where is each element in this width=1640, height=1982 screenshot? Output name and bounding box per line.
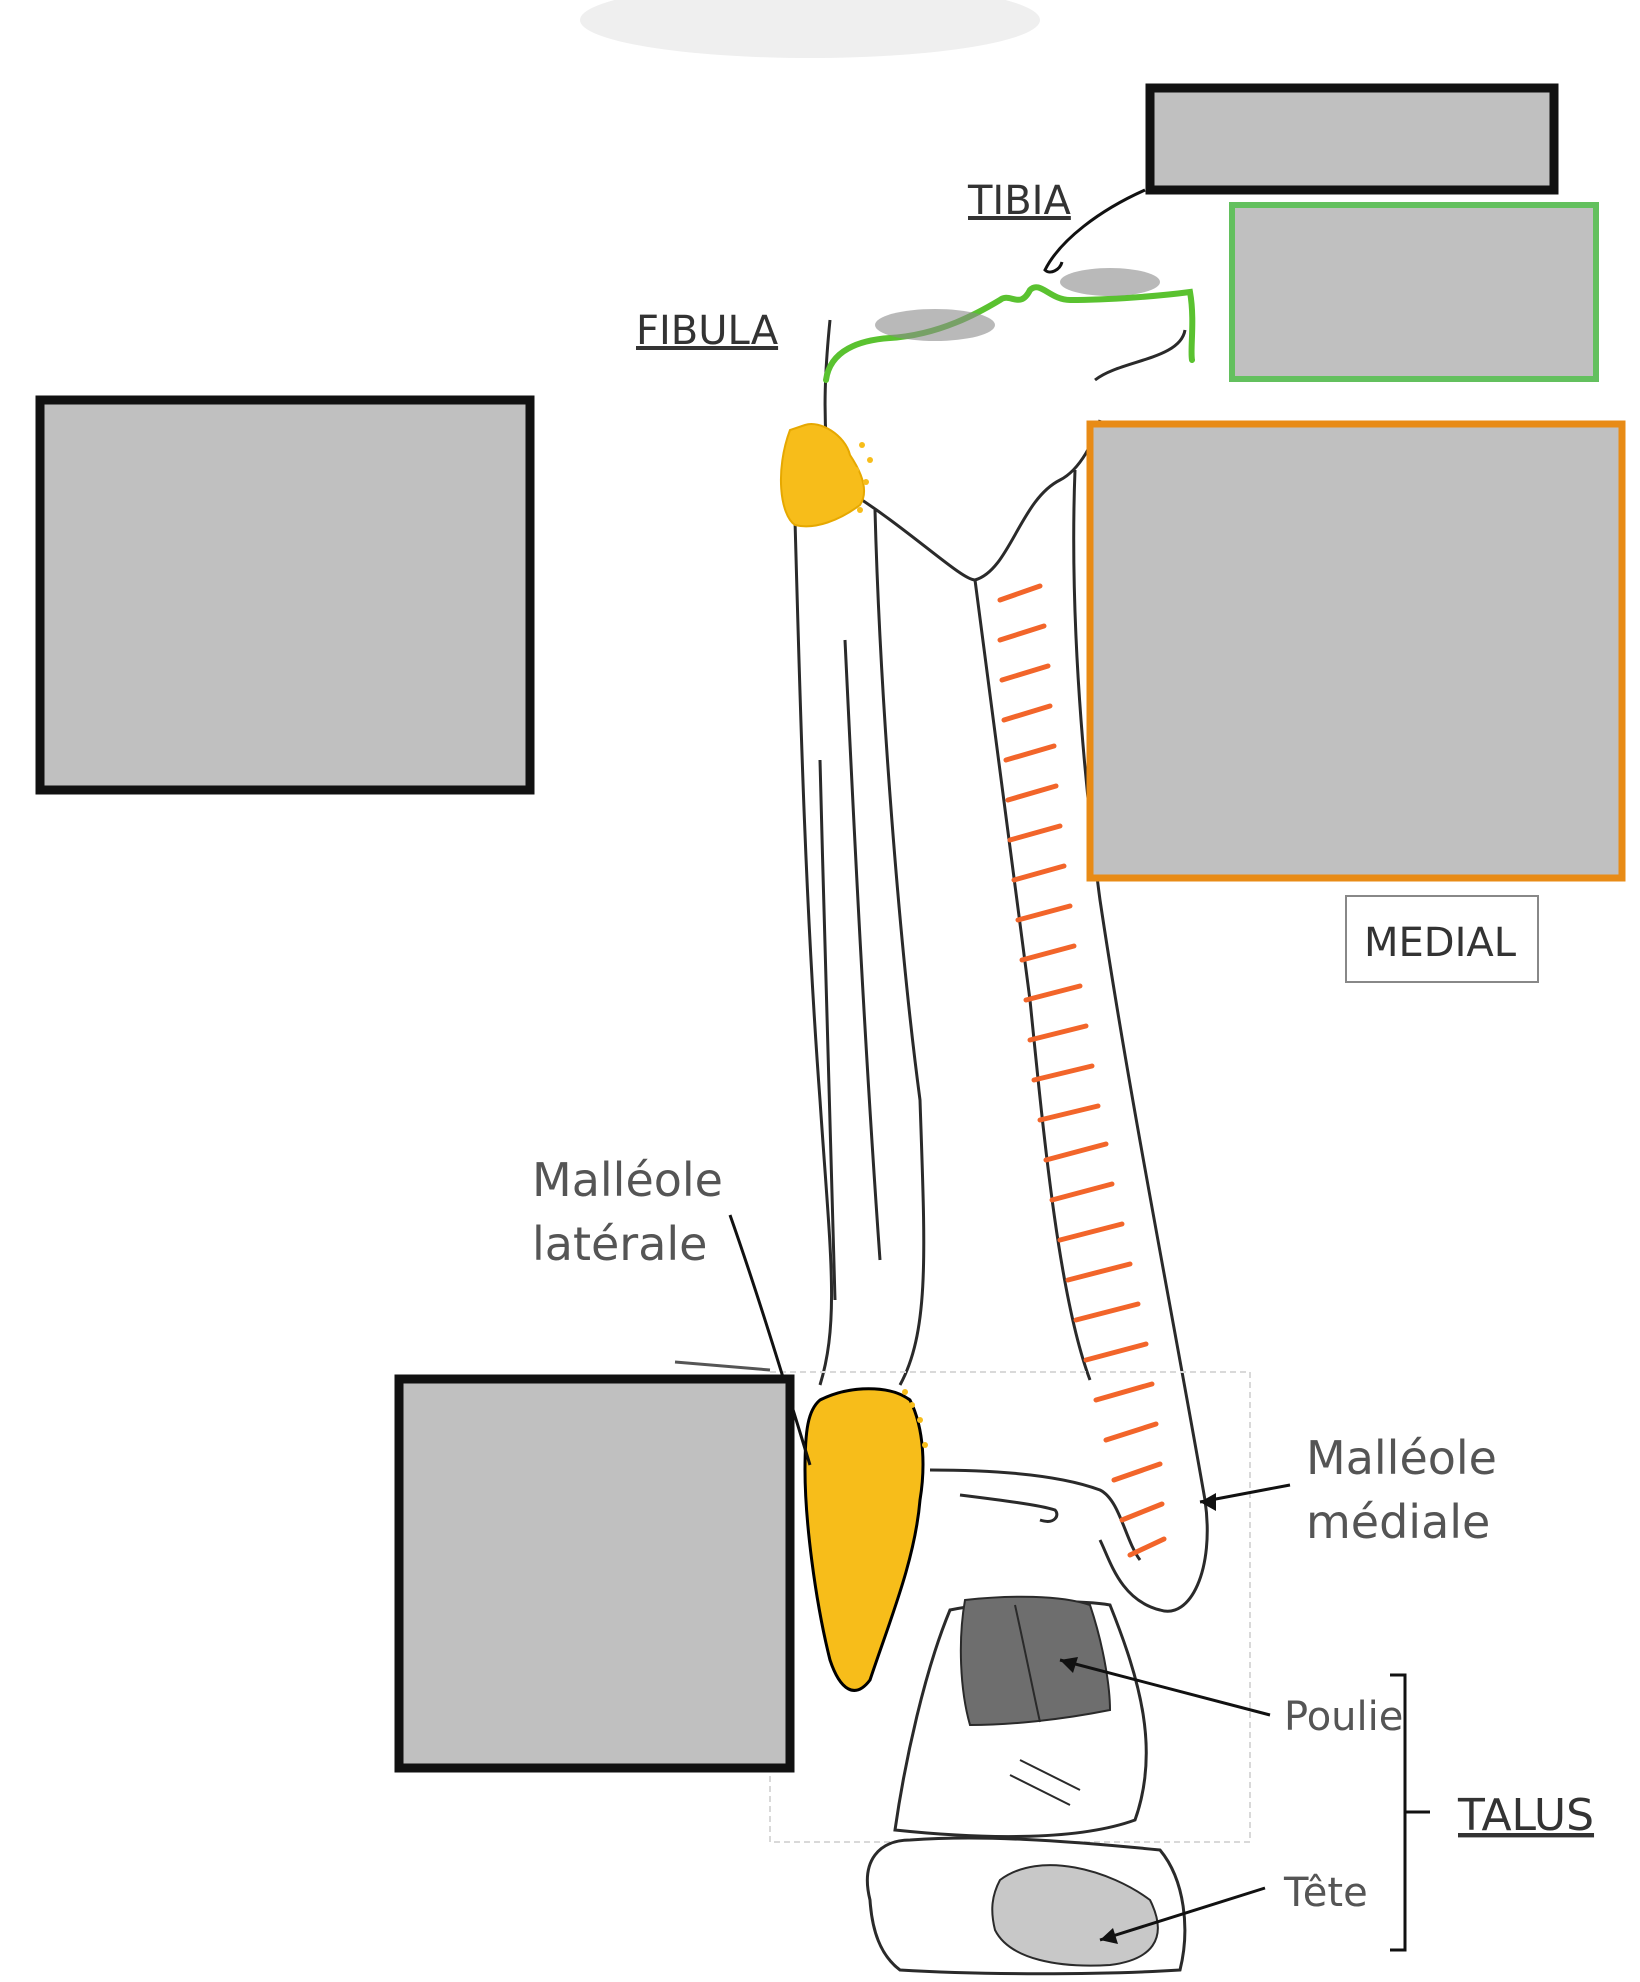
talus-label: TALUS <box>1457 1790 1594 1841</box>
label-mask-left[interactable] <box>35 395 535 795</box>
poulie-arrowhead <box>1060 1657 1078 1673</box>
label-mask-right-orange[interactable] <box>1086 420 1626 882</box>
poulie-label: Poulie <box>1284 1694 1403 1740</box>
tete-label: Tête <box>1283 1870 1368 1916</box>
tibia-arrow <box>1043 188 1146 274</box>
medial-malleolus-arrowhead <box>1200 1493 1216 1511</box>
label-mask-top-right[interactable] <box>1145 83 1559 195</box>
malleole-mediale-label-line2: médiale <box>1306 1495 1490 1549</box>
lateral-malleolus-highlight <box>803 1387 925 1692</box>
medial-label: MEDIAL <box>1364 920 1517 966</box>
poulie-leader <box>1059 1658 1271 1717</box>
tibia-hatching <box>997 583 1167 1558</box>
tete-arrowhead <box>1100 1928 1118 1944</box>
lateral-malleolus-dots <box>902 1389 928 1463</box>
lateral-malleolus-leader <box>728 1214 812 1466</box>
fibular-head-dots <box>849 442 873 513</box>
top-smudge-line <box>674 1360 771 1372</box>
fibula-label: FIBULA <box>636 308 779 354</box>
tete-leader <box>1099 1886 1266 1942</box>
medial-label-box <box>1345 895 1539 983</box>
top-smudge <box>580 0 1040 58</box>
label-mask-bottom-left[interactable] <box>394 1374 795 1773</box>
tibia-label: TIBIA <box>967 178 1071 224</box>
lateral-plateau-cartilage <box>875 309 995 341</box>
label-mask-top-right-green[interactable] <box>1229 202 1599 382</box>
trochlea-cartilage <box>959 1595 1112 1727</box>
malleole-laterale-label-line1: Malléole <box>532 1153 723 1207</box>
fibula-bone <box>793 509 926 1386</box>
tibial-plateau-highlight <box>823 284 1196 383</box>
fibular-head-highlight <box>780 423 866 528</box>
medial-plateau-cartilage <box>1060 268 1160 296</box>
malleole-mediale-label-line1: Malléole <box>1306 1431 1497 1485</box>
malleole-laterale-label-line2: latérale <box>532 1217 708 1271</box>
